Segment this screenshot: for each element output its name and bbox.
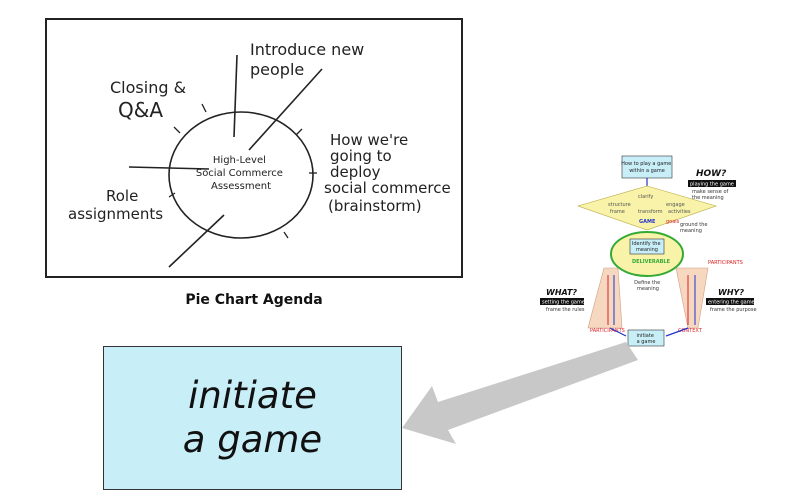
- spoke-bottom: [168, 214, 225, 268]
- map-bottom-arrow-right: [665, 327, 689, 337]
- map-what-note: frame the rules: [546, 307, 585, 313]
- map-context: CONTEXT: [678, 328, 703, 334]
- map-how-sub: playing the game: [690, 182, 734, 188]
- map-right-shape: [675, 267, 709, 329]
- center-label: High-Level Social Commerce Assessment: [196, 155, 286, 192]
- map-diamond-words: clarify structure engage frame transform…: [608, 194, 691, 215]
- map-ground-meaning: ground the meaning: [680, 222, 709, 234]
- map-how-note: make sense of the meaning: [692, 189, 730, 201]
- map-participants-right: PARTICIPANTS: [708, 260, 743, 266]
- segment-how: How we're going to deploy social commerc…: [324, 131, 456, 215]
- map-participants-left: PARTICIPANTS: [590, 328, 625, 334]
- map-why-title: WHY?: [718, 288, 744, 297]
- spoke-top: [233, 54, 238, 138]
- segment-roles: Role assignments: [68, 187, 163, 223]
- map-bottom-box: [627, 329, 665, 347]
- initiate-game-line-1: initiate: [188, 374, 317, 417]
- map-goals-label: goals: [666, 219, 680, 225]
- map-center-box: [629, 238, 665, 255]
- map-diamond: [577, 185, 717, 231]
- map-what-title: WHAT?: [546, 288, 577, 297]
- map-bottom-arrow-left: [609, 327, 627, 337]
- zoom-arrow: [402, 342, 638, 444]
- map-why-sub: entering the game: [708, 300, 755, 306]
- sketch-caption: Pie Chart Agenda: [185, 292, 323, 308]
- segment-closing: Closing & Q&A: [110, 78, 191, 122]
- spoke-left: [128, 166, 210, 170]
- map-why-note: frame the purpose: [710, 307, 757, 313]
- map-left-shape: [587, 267, 623, 329]
- spoke-top-right: [248, 68, 323, 151]
- segment-introduce: Introduce new people: [250, 40, 369, 79]
- center-circle: [168, 111, 314, 239]
- map-why-bar: [706, 298, 754, 305]
- map-bottom-box-label: initiate a game: [637, 333, 656, 345]
- zoom-arrow-shape: [402, 342, 638, 444]
- map-define-meaning: Define the meaning: [634, 280, 662, 292]
- map-what-bar: [540, 298, 584, 305]
- map-how-bar: [688, 180, 736, 187]
- map-deliverable: DELIVERABLE: [632, 259, 671, 265]
- initiate-game-box: initiate a game: [103, 346, 402, 490]
- map-center-box-label: Identify the meaning: [632, 241, 662, 253]
- pie-chart-agenda-sketch: High-Level Social Commerce Assessment In…: [45, 18, 463, 278]
- map-how-title: HOW?: [696, 169, 726, 179]
- map-what-sub: setting the game: [542, 300, 585, 306]
- initiate-game-line-2: a game: [182, 418, 323, 461]
- map-game-label: GAME: [639, 219, 656, 225]
- map-top-box-label: How to play a game within a game: [621, 161, 673, 174]
- map-top-box: [621, 155, 673, 179]
- game-framework-diagram: How to play a game within a game clarify…: [540, 155, 757, 347]
- circle-ticks: [168, 103, 317, 239]
- sketch-border: [45, 18, 463, 278]
